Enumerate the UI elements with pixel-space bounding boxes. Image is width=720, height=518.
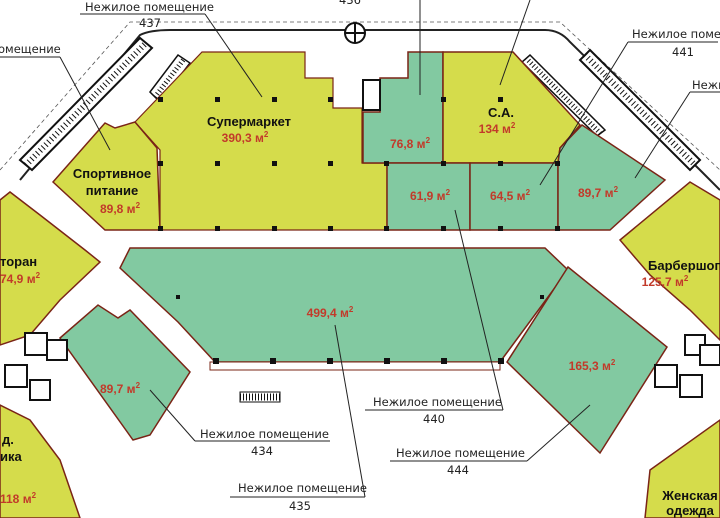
building-outline-dashed [0,21,720,171]
room-area-499-4: 499,4 м2 [307,305,354,320]
structural-columns [158,97,560,364]
callout-440-number: 440 [423,412,445,426]
room-area-sport-nutrition: 89,8 м2 [100,201,141,216]
room-womens-clothing[interactable] [644,419,720,518]
elevator-top [362,79,381,111]
elevator-core-left [4,332,68,401]
room-medical[interactable] [0,404,81,518]
room-area-restaurant: 74,9 м2 [0,271,41,286]
callout-435-label: Нежилое помещение [238,481,367,495]
callout-441-label: Нежилое помещение [632,27,720,41]
room-name-supermarket: Супермаркет [207,114,291,129]
callout-444-number: 444 [447,463,469,477]
room-area-89-7-right: 89,7 м2 [578,185,619,200]
room-name-barbershop: Барбершоп [648,258,720,273]
glazing-440 [209,361,501,371]
room-499-4[interactable] [119,247,569,363]
room-area-ca: 134 м2 [479,121,516,136]
room-name-restaurant: торан [0,254,37,269]
escalator-right [578,48,702,172]
room-area-supermarket: 390,3 м2 [222,130,269,145]
callout-440-label: Нежилое помещение [373,395,502,409]
room-sport-nutrition[interactable] [51,121,161,231]
callout-435-number: 435 [289,499,311,513]
callout-right-label: Нежи [692,78,720,92]
callout-434-label: Нежилое помещение [200,427,329,441]
callout-441-number: 441 [672,45,694,59]
callout-434-number: 434 [251,444,273,458]
room-name-medical-1: д. [2,432,14,447]
callout-437-number: 437 [139,16,161,30]
room-area-61-9: 61,9 м2 [410,188,451,203]
room-area-76-8: 76,8 м2 [390,136,431,151]
callout-436-number: 436 [339,0,361,7]
callout-437-label: Нежилое помещение [85,0,214,14]
room-name-sport-nutrition-1: Спортивное [73,166,151,181]
escalator-left [18,36,154,172]
room-area-barbershop: 125,7 м2 [642,274,689,289]
room-name-sport-nutrition-2: питание [86,183,139,198]
room-area-64-5: 64,5 м2 [490,188,531,203]
room-area-89-7-left: 89,7 м2 [100,381,141,396]
building-outline [19,29,720,191]
room-name-womens-clothing-1: Женская [661,488,717,503]
room-area-165-3: 165,3 м2 [569,358,616,373]
room-name-medical-2: ика [0,449,22,464]
callout-444-label: Нежилое помещение [396,446,525,460]
callout-left-label: омещение [0,42,61,56]
room-barbershop[interactable] [618,181,720,342]
leader-lines [0,0,720,498]
room-165-3[interactable] [506,265,668,455]
room-name-ca: С.А. [488,105,514,120]
compass-icon [344,22,366,44]
room-89-7-left[interactable] [58,304,191,441]
elevator-core-right [654,334,720,398]
room-89-7-right[interactable] [557,124,667,231]
room-restaurant[interactable] [0,191,102,346]
room-area-medical: 118 м2 [0,491,37,506]
stair-icon [239,391,281,403]
room-name-womens-clothing-2: одежда [666,503,715,518]
